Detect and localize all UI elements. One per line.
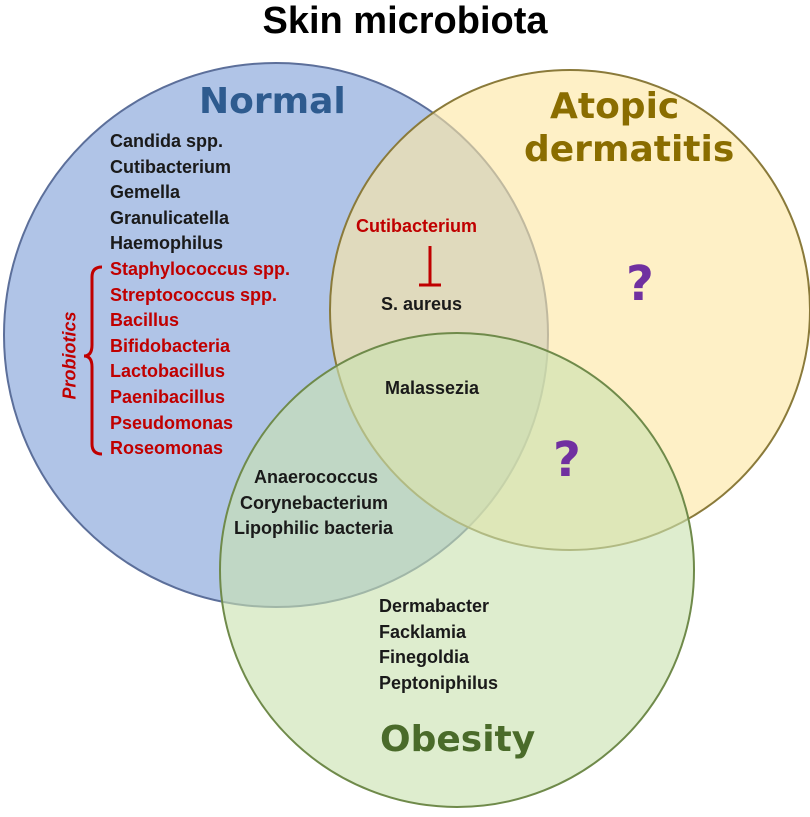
atopic-label-line1: Atopic [550,86,680,127]
list-item: Cutibacterium [110,156,232,177]
list-item: Haemophilus [110,233,224,254]
list-item: Bacillus [110,310,180,331]
probiotics-label: Probiotics [59,311,80,400]
probiotics-bracket [83,265,103,456]
obesity-taxa-list: Dermabacter Facklamia Finegoldia Peptoni… [379,594,498,696]
list-item: Finegoldia [379,647,469,668]
target-label: S. aureus [381,294,463,314]
list-item: Granulicatella [110,207,230,228]
list-item: Peptoniphilus [379,672,498,693]
normal-label: Normal [199,81,346,122]
list-item: Gemella [110,182,181,203]
list-item: Candida spp. [110,131,224,151]
list-item: Bifidobacteria [110,335,231,356]
list-item: Malassezia [385,378,480,398]
diagram-title: Skin microbiota [262,0,548,42]
list-item: Paenibacillus [110,386,226,407]
list-item: Pseudomonas [110,412,234,433]
obesity-circle [219,332,695,808]
list-item: Facklamia [379,621,467,642]
list-item: Streptococcus spp. [110,284,278,305]
list-item: Staphylococcus spp. [110,259,291,279]
list-item: Dermabacter [379,596,490,616]
atopic-obesity-unknown-marker: ? [553,432,581,488]
list-item: Corynebacterium [240,492,389,513]
inhibitor-label: Cutibacterium [356,216,478,236]
obesity-label: Obesity [380,719,536,760]
list-item: Lactobacillus [110,361,226,382]
list-item: Roseomonas [110,438,224,459]
normal-obesity-taxa-list: Anaerococcus Corynebacterium Lipophilic … [234,465,393,542]
list-item: Anaerococcus [254,467,379,487]
center-taxa-list: Malassezia [385,376,479,402]
probiotics-list: Staphylococcus spp. Streptococcus spp. B… [110,257,290,462]
normal-taxa-list: Candida spp. Cutibacterium Gemella Granu… [110,129,231,257]
atopic-label-line2: dermatitis [524,129,735,170]
list-item: Lipophilic bacteria [234,518,394,539]
atopic-unknown-marker: ? [626,256,654,312]
